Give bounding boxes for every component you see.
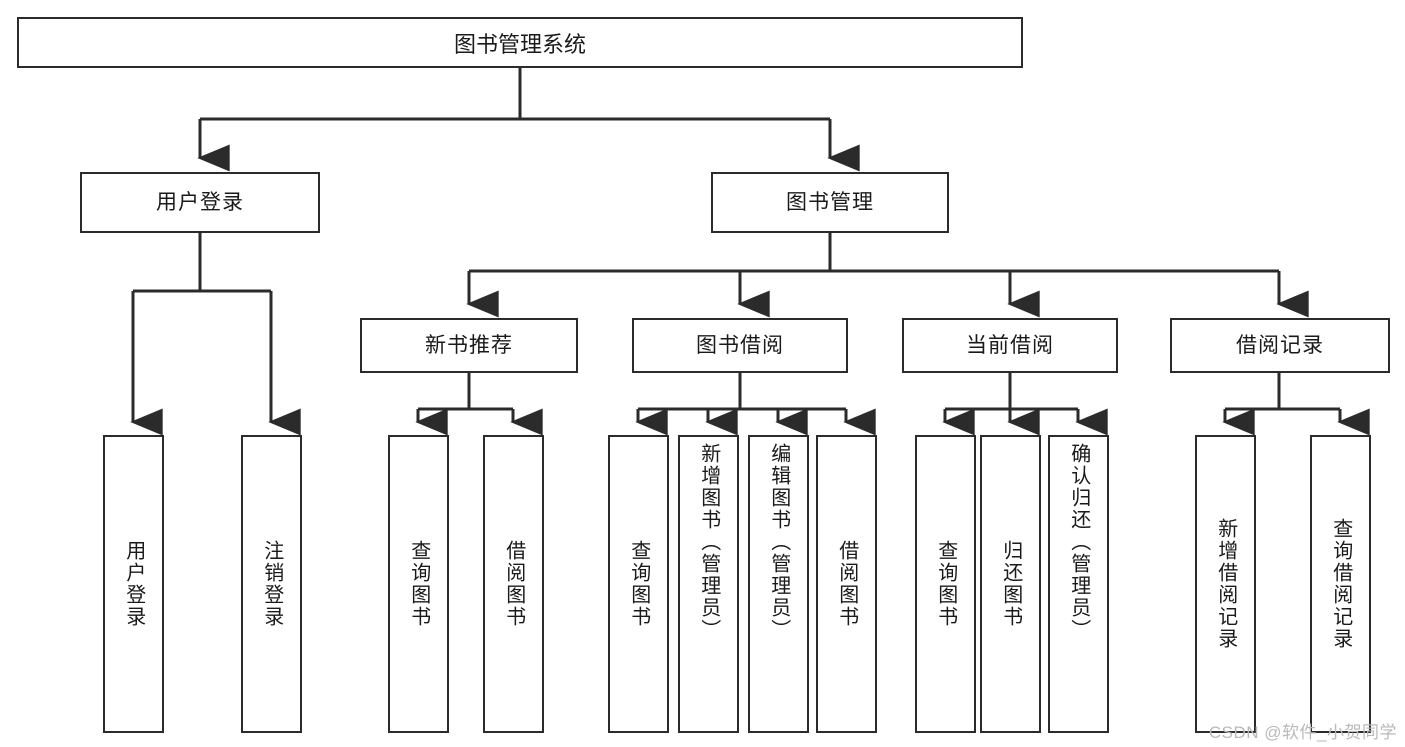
node-label: 查询借阅记录 bbox=[1329, 518, 1352, 650]
leaf-confirm-return-admin[interactable]: 确认归还（管理员） bbox=[1048, 435, 1109, 733]
node-label: 归还图书 bbox=[999, 540, 1022, 628]
node-label: 查询图书 bbox=[407, 540, 430, 628]
node-label: 图书借阅 bbox=[696, 333, 784, 357]
node-root-book-management-system[interactable]: 图书管理系统 bbox=[17, 17, 1023, 68]
node-label: 查询图书 bbox=[934, 540, 957, 628]
node-label: 当前借阅 bbox=[966, 333, 1054, 357]
node-book-borrow[interactable]: 图书借阅 bbox=[632, 318, 848, 373]
node-label: 新增图书（管理员） bbox=[697, 443, 720, 641]
node-label: 图书管理 bbox=[786, 190, 874, 214]
node-borrow-record[interactable]: 借阅记录 bbox=[1170, 318, 1390, 373]
node-label: 确认归还（管理员） bbox=[1067, 443, 1090, 641]
node-label: 用户登录 bbox=[122, 540, 145, 628]
leaf-borrow-book-newbook[interactable]: 借阅图书 bbox=[483, 435, 544, 733]
node-current-borrow[interactable]: 当前借阅 bbox=[902, 318, 1118, 373]
node-label: 图书管理系统 bbox=[453, 31, 586, 57]
node-label: 借阅图书 bbox=[502, 540, 525, 628]
leaf-user-login[interactable]: 用户登录 bbox=[103, 435, 164, 733]
leaf-query-book-current[interactable]: 查询图书 bbox=[915, 435, 976, 733]
node-user-login[interactable]: 用户登录 bbox=[80, 172, 320, 233]
node-label: 用户登录 bbox=[156, 190, 244, 214]
leaf-borrow-book[interactable]: 借阅图书 bbox=[816, 435, 877, 733]
node-label: 注销登录 bbox=[260, 540, 283, 628]
csdn-watermark: CSDN @软件_小贺同学 bbox=[1208, 723, 1397, 742]
node-book-management[interactable]: 图书管理 bbox=[711, 172, 949, 233]
leaf-return-book[interactable]: 归还图书 bbox=[980, 435, 1041, 733]
leaf-logout[interactable]: 注销登录 bbox=[241, 435, 302, 733]
leaf-add-borrow-record[interactable]: 新增借阅记录 bbox=[1195, 435, 1256, 733]
leaf-query-book-newbook[interactable]: 查询图书 bbox=[388, 435, 449, 733]
node-label: 查询图书 bbox=[627, 540, 650, 628]
node-label: 编辑图书（管理员） bbox=[767, 443, 790, 641]
leaf-query-book-borrow[interactable]: 查询图书 bbox=[608, 435, 669, 733]
leaf-add-book-admin[interactable]: 新增图书（管理员） bbox=[678, 435, 739, 733]
node-label: 新增借阅记录 bbox=[1214, 518, 1237, 650]
leaf-query-borrow-record[interactable]: 查询借阅记录 bbox=[1310, 435, 1371, 733]
node-new-book-recommendation[interactable]: 新书推荐 bbox=[360, 318, 578, 373]
node-label: 借阅图书 bbox=[835, 540, 858, 628]
leaf-edit-book-admin[interactable]: 编辑图书（管理员） bbox=[748, 435, 809, 733]
node-label: 借阅记录 bbox=[1236, 333, 1324, 357]
node-label: 新书推荐 bbox=[425, 333, 513, 357]
